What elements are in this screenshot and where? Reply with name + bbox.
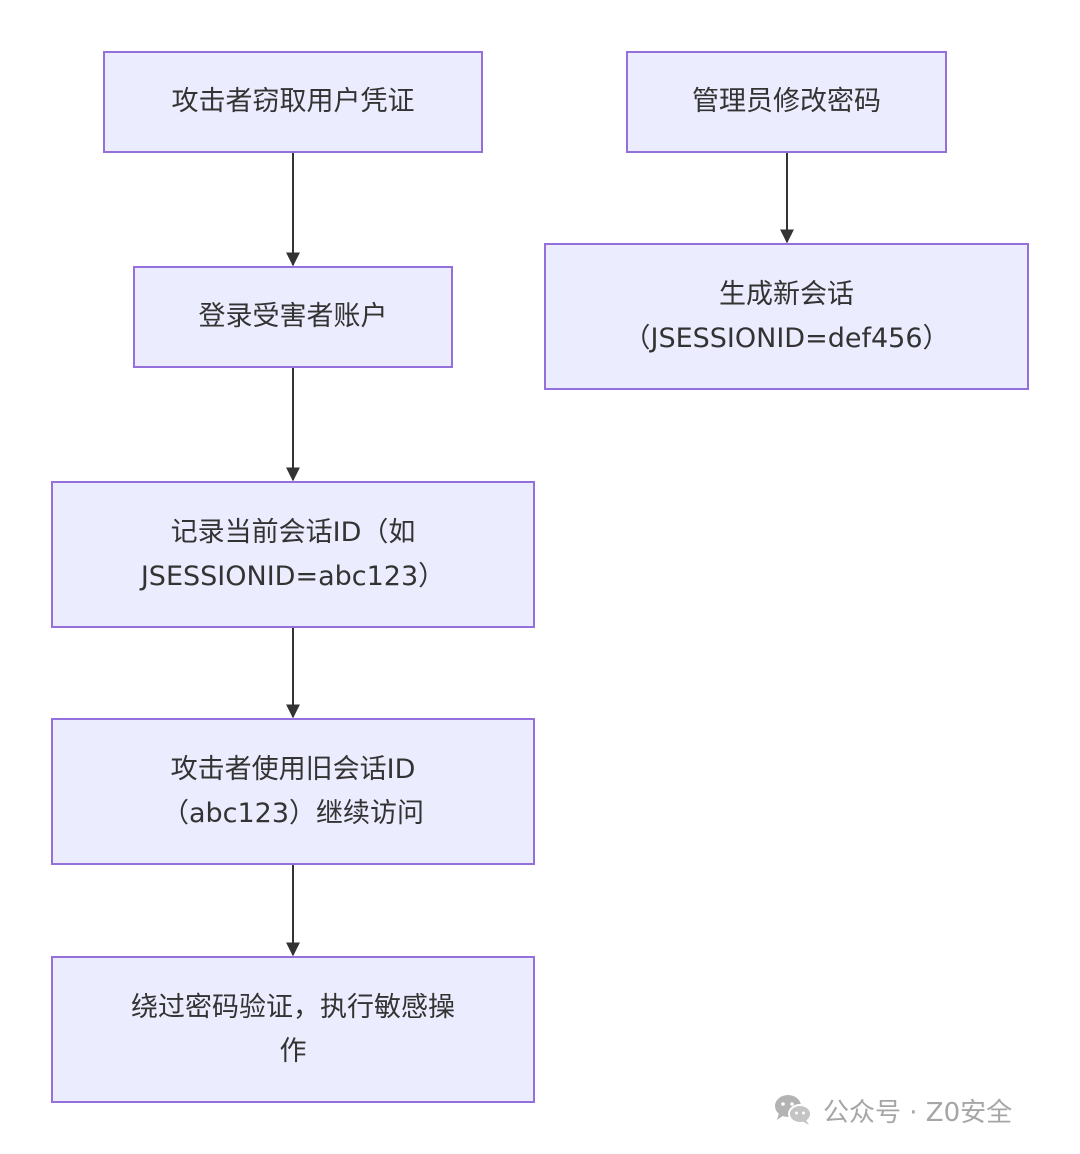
node-record-session-id: 记录当前会话ID（如 JSESSIONID=abc123） xyxy=(51,481,535,628)
node-label-line: 记录当前会话ID（如 xyxy=(170,516,416,548)
node-steal-credentials: 攻击者窃取用户凭证 xyxy=(103,51,483,153)
node-label-line: 绕过密码验证，执行敏感操 xyxy=(131,991,455,1023)
node-label: 管理员修改密码 xyxy=(692,86,881,117)
watermark: 公众号 · Z0安全 xyxy=(773,1090,1012,1130)
node-label: 攻击者窃取用户凭证 xyxy=(171,86,415,117)
watermark-text: 公众号 · Z0安全 xyxy=(823,1097,1013,1128)
node-label-line: 生成新会话 xyxy=(719,278,854,310)
node-reuse-old-session: 攻击者使用旧会话ID （abc123）继续访问 xyxy=(51,718,535,865)
node-label-line: JSESSIONID=abc123） xyxy=(140,560,446,592)
node-label-line: 作 xyxy=(279,1035,307,1067)
node-admin-change-password: 管理员修改密码 xyxy=(626,51,947,153)
node-label: 登录受害者账户 xyxy=(198,301,388,332)
wechat-icon xyxy=(775,1095,812,1125)
node-label-line: （JSESSIONID=def456） xyxy=(623,322,950,354)
node-bypass-password-verification: 绕过密码验证，执行敏感操 作 xyxy=(51,956,535,1103)
node-generate-new-session: 生成新会话 （JSESSIONID=def456） xyxy=(544,243,1029,390)
node-login-victim-account: 登录受害者账户 xyxy=(133,266,453,368)
node-label-line: 攻击者使用旧会话ID xyxy=(170,753,416,785)
node-label-line: （abc123）继续访问 xyxy=(161,797,425,829)
